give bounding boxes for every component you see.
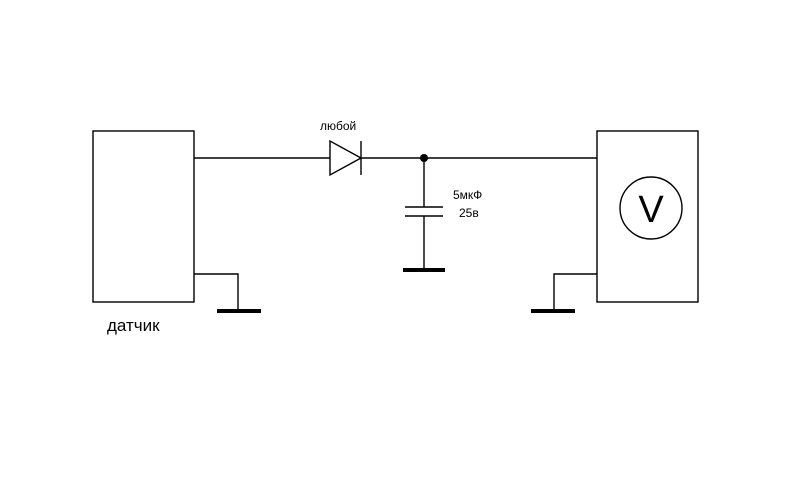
sensor-label: датчик: [107, 316, 160, 335]
wire-sensor-ground: [194, 273, 239, 311]
voltmeter-circle: [619, 176, 683, 240]
diode-triangle: [329, 139, 363, 177]
voltmeter-symbol: V: [638, 189, 664, 231]
sensor-block: [92, 130, 195, 303]
diode-symbol: [329, 139, 363, 177]
capacitor-value-label: 5мкФ: [453, 188, 482, 202]
capacitor-voltage-label: 25в: [459, 206, 479, 220]
wire-voltmeter-ground: [553, 273, 597, 311]
diode-label: любой: [320, 119, 356, 133]
